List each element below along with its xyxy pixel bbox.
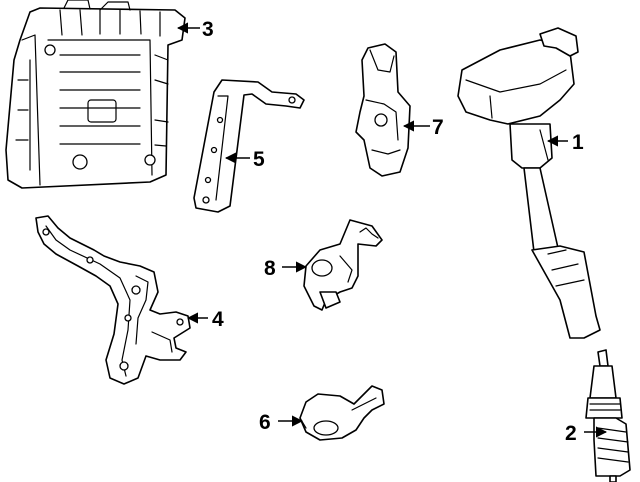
spark-plug[interactable] <box>585 349 631 482</box>
callout-8: 8 <box>264 257 308 280</box>
callout-number-1: 1 <box>572 131 584 154</box>
callout-5: 5 <box>224 148 265 171</box>
knock-sensor[interactable] <box>299 385 385 441</box>
callout-number-7: 7 <box>432 116 444 139</box>
camshaft-position-sensor[interactable] <box>303 219 383 311</box>
callout-3: 3 <box>176 18 214 41</box>
callout-number-5: 5 <box>253 148 265 171</box>
callout-1: 1 <box>546 131 584 154</box>
callout-7: 7 <box>402 116 444 139</box>
callout-number-6: 6 <box>259 411 271 434</box>
sensor-connector-body[interactable] <box>355 43 411 177</box>
module-bracket-strip[interactable] <box>193 79 305 213</box>
callout-number-4: 4 <box>212 308 224 331</box>
engine-control-module[interactable] <box>5 0 186 189</box>
callout-number-8: 8 <box>264 257 276 280</box>
callout-number-2: 2 <box>565 422 577 445</box>
callout-number-3: 3 <box>202 18 214 41</box>
module-mounting-bracket[interactable] <box>35 215 191 385</box>
callout-2: 2 <box>565 422 608 445</box>
ignition-coil[interactable] <box>457 27 601 339</box>
callout-4: 4 <box>186 308 224 331</box>
callout-6: 6 <box>259 411 304 434</box>
